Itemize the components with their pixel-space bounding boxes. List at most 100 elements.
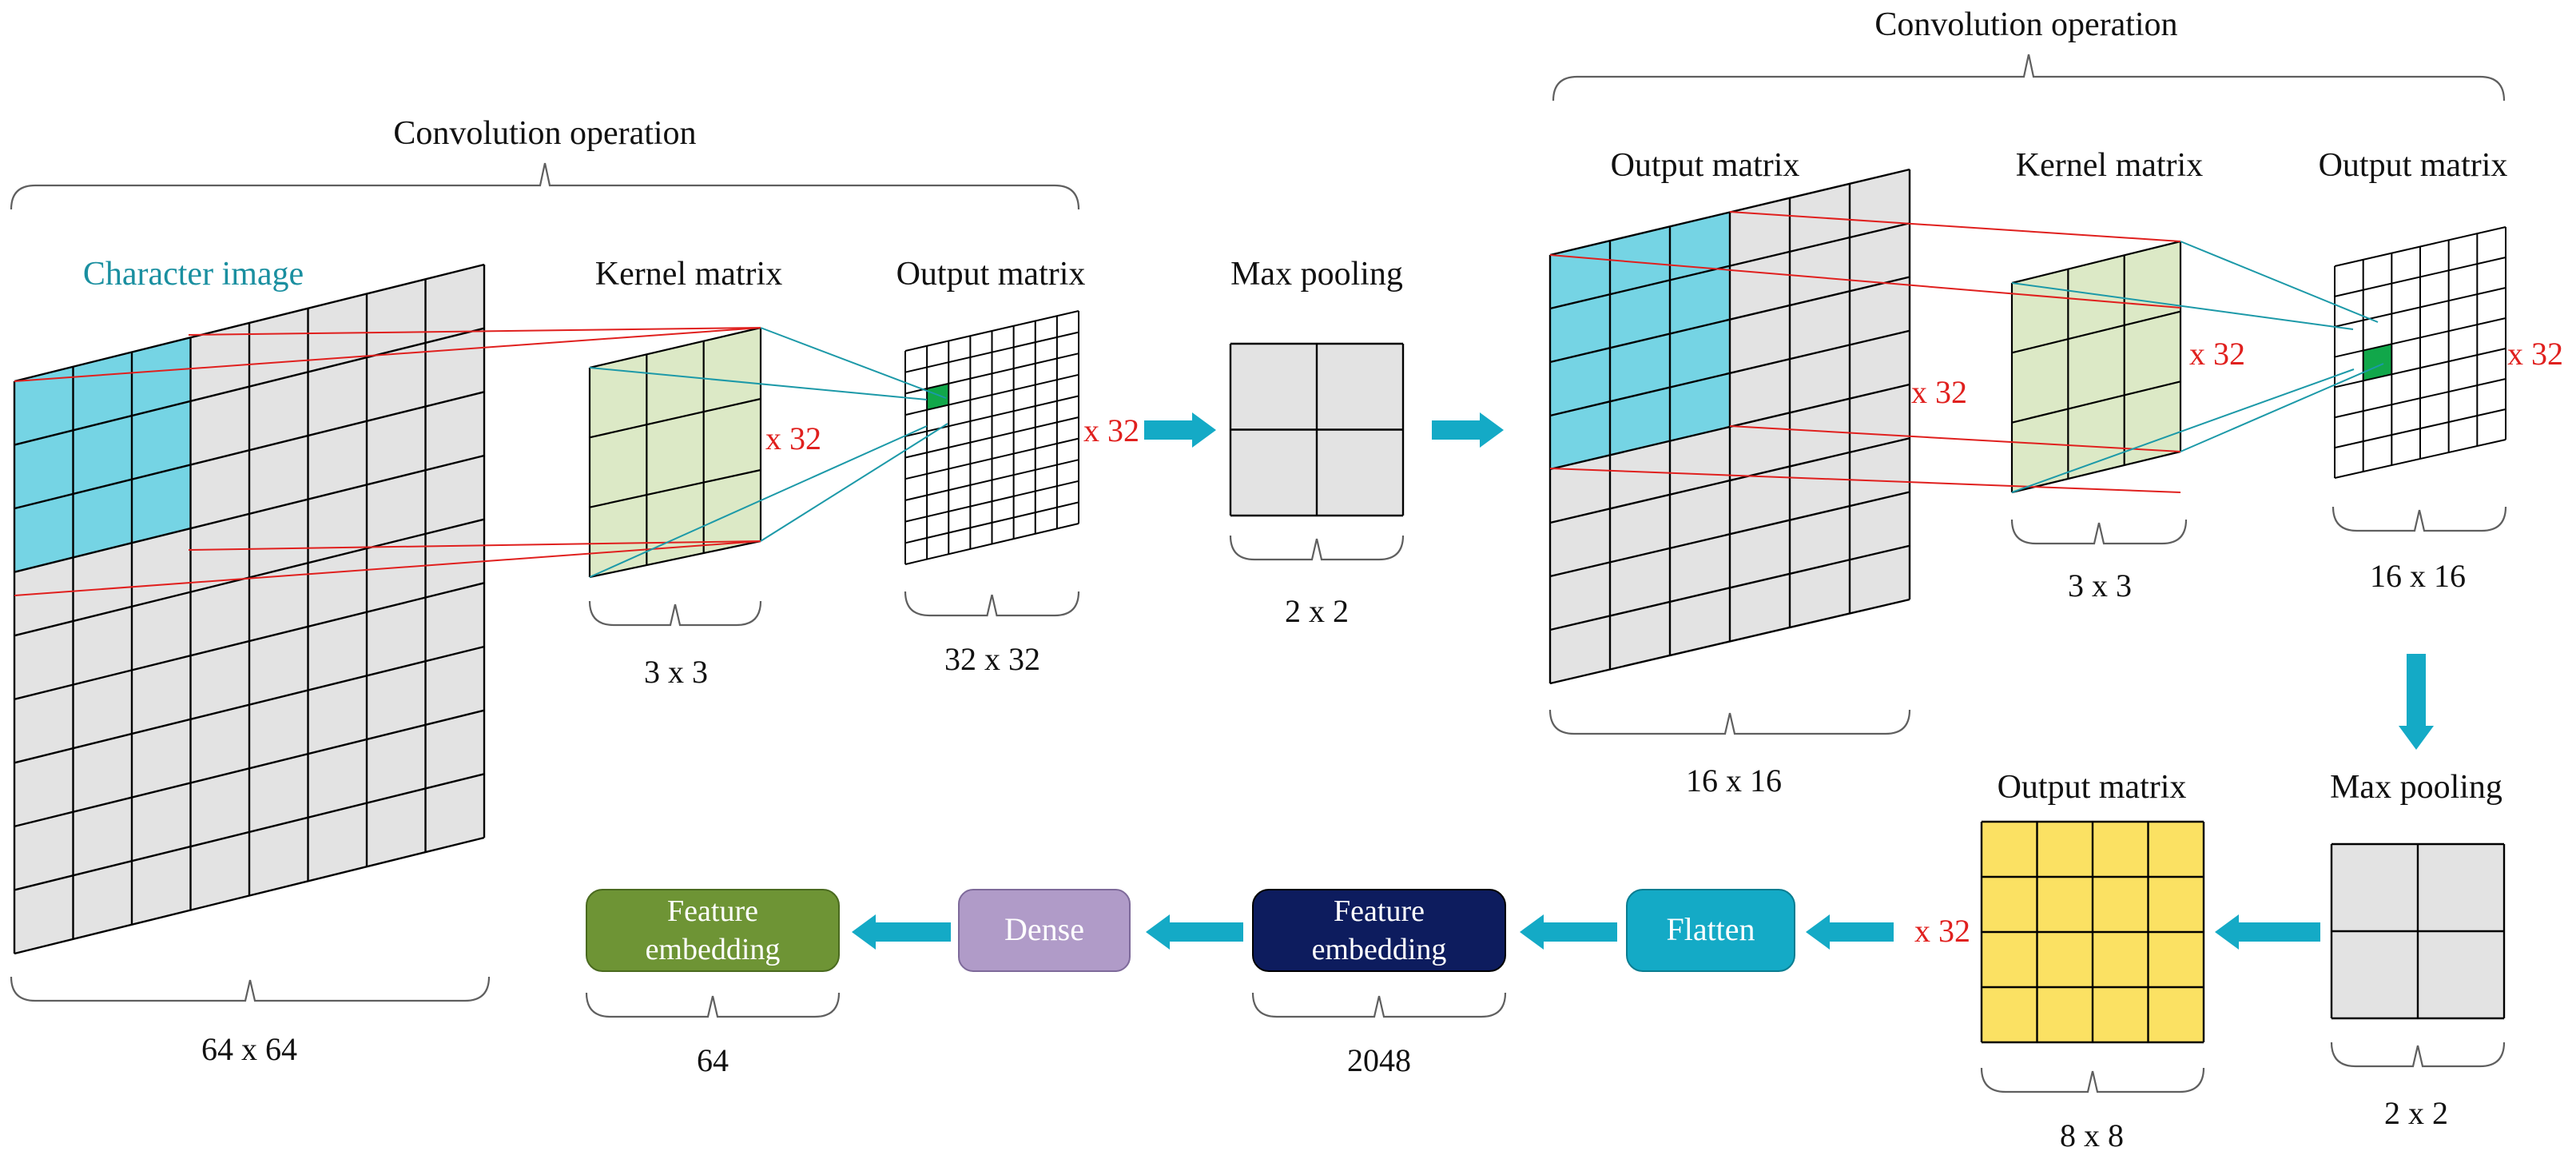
stage2-input-grid-hline <box>1549 276 1910 364</box>
character-image-grid-hline <box>14 709 485 828</box>
arrow-stage2-to-pool2 <box>2399 654 2434 750</box>
stage1-output-grid-hline <box>904 501 1079 544</box>
stage1-kernel-brace <box>588 600 762 627</box>
stage1-output-grid-hline <box>904 373 1079 416</box>
stage1-output-grid-hline <box>904 480 1079 523</box>
stage2-input-title: Output matrix <box>1611 147 1800 184</box>
stage2-output-grid-hline <box>2334 287 2506 328</box>
connector-teal-8 <box>2011 368 2355 493</box>
feature-64-brace <box>585 992 841 1018</box>
feature-2048-line2: embedding <box>1312 933 1447 966</box>
arrow-feature2048-to-dense <box>1146 914 1243 950</box>
stage1-output-grid-highlight <box>927 383 949 410</box>
pool2-brace <box>2330 1042 2506 1068</box>
stage2-input-count: x 32 <box>1911 374 1967 410</box>
stage2-kernel-count: x 32 <box>2189 336 2245 372</box>
stage2-kernel-grid-hline <box>2011 450 2181 494</box>
stage1-output-grid <box>904 310 1079 565</box>
stage2-input-grid-hline <box>1549 222 1910 310</box>
connector-teal-3 <box>760 423 948 542</box>
stage1-output-count: x 32 <box>1083 412 1139 448</box>
connector-red-7 <box>1729 425 2181 452</box>
dense-box: Dense <box>958 889 1131 972</box>
stage2-kernel-brace <box>2010 519 2188 545</box>
stage2-top-brace <box>1552 54 2506 102</box>
stage1-output-grid-hline <box>904 352 1079 395</box>
pooled-output-title: Output matrix <box>1998 769 2187 806</box>
stage2-output-grid <box>2334 226 2506 479</box>
stage1-output-grid-hline <box>904 523 1079 565</box>
stage2-kernel-title: Kernel matrix <box>2016 147 2203 184</box>
connector-teal-5 <box>2180 241 2379 323</box>
stage2-kernel-grid-hline <box>2011 310 2181 354</box>
connector-red-2 <box>188 327 761 336</box>
feature-64-size: 64 <box>697 1042 729 1078</box>
stage2-output-grid-hline <box>2334 439 2506 479</box>
character-image-grid <box>13 263 486 955</box>
stage1-output-grid-hline <box>904 459 1079 501</box>
stage2-kernel-grid-fill <box>2012 241 2180 492</box>
flatten-box: Flatten <box>1626 889 1795 972</box>
connector-teal-1 <box>760 327 947 399</box>
stage1-output-grid-hline <box>904 437 1079 480</box>
character-image-grid-hline <box>14 645 485 764</box>
stage1-output-size: 32 x 32 <box>944 641 1040 677</box>
stage1-input-size: 64 x 64 <box>201 1031 297 1067</box>
stage2-input-grid-hline <box>1549 598 1910 685</box>
stage1-kernel-size: 3 x 3 <box>644 654 708 690</box>
feature-64-line2: embedding <box>646 933 781 966</box>
feature-embedding-2048-box: Feature embedding <box>1252 889 1506 972</box>
pool1-title: Max pooling <box>1230 256 1403 293</box>
stage2-kernel-grid-hline <box>2011 240 2181 285</box>
pool2-grid <box>2330 842 2506 1020</box>
feature-2048-brace <box>1251 992 1507 1018</box>
stage1-output-grid-hline <box>904 416 1079 459</box>
stage2-output-grid-hline <box>2334 257 2506 297</box>
stage2-input-grid-hline <box>1549 437 1910 524</box>
feature-2048-size: 2048 <box>1347 1042 1411 1078</box>
stage1-brace-label: Convolution operation <box>393 115 696 152</box>
stage2-output-size: 16 x 16 <box>2370 558 2466 594</box>
pool1-size: 2 x 2 <box>1285 593 1349 629</box>
character-image-grid-highlight <box>14 337 191 572</box>
pooled-output-brace <box>1980 1067 2205 1093</box>
connector-teal-4 <box>589 425 928 578</box>
connector-teal-7 <box>2180 363 2384 452</box>
connector-red-8 <box>1549 468 2181 493</box>
stage1-kernel-grid-hline <box>589 326 761 369</box>
arrow-flatten-to-feature2048 <box>1520 914 1617 950</box>
stage1-kernel-count: x 32 <box>765 420 821 456</box>
stage1-output-grid-hline <box>904 310 1079 352</box>
connector-red-1 <box>14 327 761 382</box>
stage2-output-grid-highlight <box>2363 344 2392 381</box>
character-image-grid-hline <box>14 773 485 891</box>
stage2-brace-label: Convolution operation <box>1874 6 2177 43</box>
stage2-input-grid-hline <box>1549 329 1910 417</box>
stage1-kernel-grid-fill <box>590 328 761 577</box>
feature-64-line1: Feature <box>667 894 758 928</box>
stage2-output-grid-hline <box>2334 348 2506 388</box>
braces-layer <box>10 54 2507 1093</box>
stage1-top-brace <box>10 162 1080 210</box>
stage1-kernel-grid-hline <box>589 397 761 439</box>
stage1-output-brace <box>904 591 1080 617</box>
pool2-title: Max pooling <box>2330 769 2502 806</box>
stage2-output-brace <box>2332 506 2507 532</box>
pool1-grid <box>1229 342 1405 517</box>
feature-2048-line1: Feature <box>1334 894 1425 928</box>
stage2-output-grid-hline <box>2334 317 2506 358</box>
stage2-output-title: Output matrix <box>2319 147 2508 184</box>
character-image-grid-hline <box>14 263 485 383</box>
stage2-output-grid-hline <box>2334 408 2506 449</box>
character-image-grid-hline <box>14 518 485 637</box>
flatten-label: Flatten <box>1666 911 1755 947</box>
dense-label: Dense <box>1004 911 1084 947</box>
character-image-grid-hline <box>14 836 485 955</box>
stage2-input-grid-hline <box>1549 544 1910 631</box>
connector-teal-6 <box>2011 282 2354 330</box>
character-image-title: Character image <box>83 256 304 293</box>
pool2-size: 2 x 2 <box>2384 1095 2448 1131</box>
stage2-kernel-size: 3 x 3 <box>2068 568 2132 603</box>
stage2-kernel-grid-hline <box>2011 380 2181 424</box>
